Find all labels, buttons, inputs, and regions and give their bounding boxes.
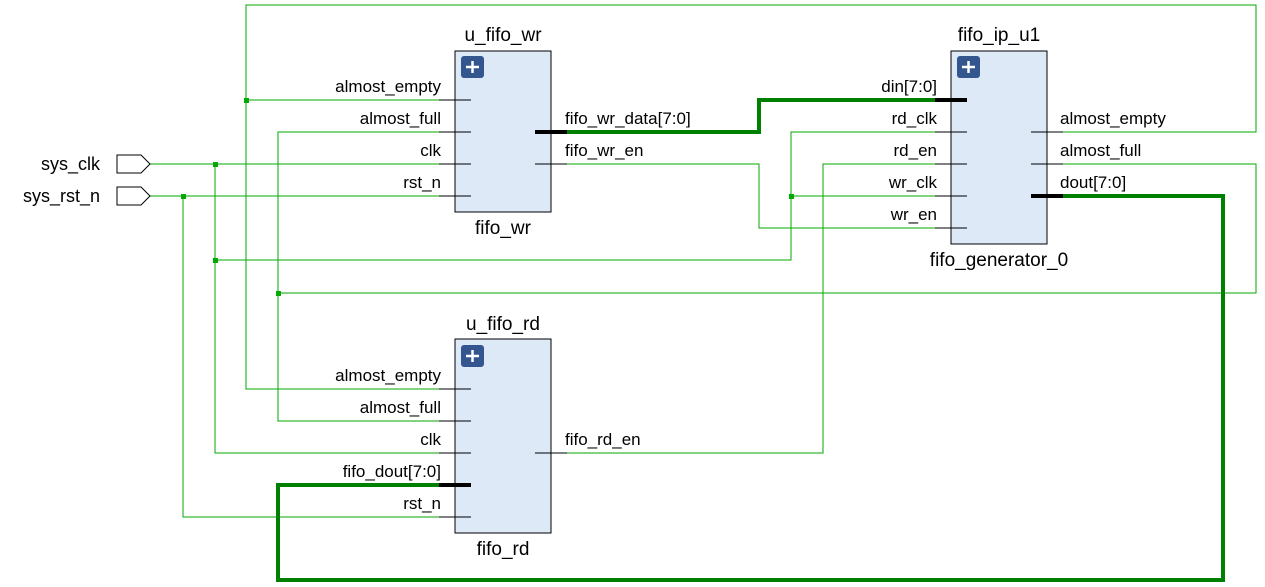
pin-dout: dout[7:0] bbox=[1060, 173, 1126, 192]
junction-dot bbox=[181, 194, 186, 199]
pin-clk: clk bbox=[420, 430, 441, 449]
pin-rd-en: rd_en bbox=[894, 141, 937, 160]
module-name: fifo_rd bbox=[477, 539, 530, 560]
bus-dout bbox=[276, 194, 1225, 582]
instance-name: fifo_ip_u1 bbox=[958, 25, 1040, 46]
pin-fifo-rd-en: fifo_rd_en bbox=[565, 430, 641, 449]
pin-rst-n: rst_n bbox=[403, 173, 441, 192]
net-almost-empty bbox=[245, 4, 1257, 390]
junction-dot bbox=[213, 162, 218, 167]
expand-button[interactable] bbox=[461, 345, 484, 367]
pin-almost-full: almost_full bbox=[360, 109, 441, 128]
module-name: fifo_generator_0 bbox=[930, 250, 1068, 271]
net-almost-full-wr bbox=[277, 131, 455, 422]
pin-clk: clk bbox=[420, 141, 441, 160]
expand-button[interactable] bbox=[957, 56, 980, 78]
input-port-icon bbox=[116, 186, 151, 206]
port-label: sys_rst_n bbox=[23, 186, 100, 207]
input-port-icon bbox=[116, 154, 151, 174]
pin-fifo-dout: fifo_dout[7:0] bbox=[343, 462, 441, 481]
buses bbox=[276, 98, 1225, 582]
instance-name: u_fifo_wr bbox=[464, 25, 542, 46]
pin-almost-full: almost_full bbox=[360, 398, 441, 417]
pin-rd-clk: rd_clk bbox=[892, 109, 938, 128]
junction-dot bbox=[213, 258, 218, 263]
pin-almost-full: almost_full bbox=[1060, 141, 1141, 160]
pin-din: din[7:0] bbox=[881, 77, 937, 96]
net-fifo-wr-en bbox=[551, 163, 951, 229]
pin-almost-empty: almost_empty bbox=[1060, 109, 1166, 128]
net-sys-rst-n-rd bbox=[182, 196, 455, 518]
block-fifo-ip-u1[interactable]: fifo_ip_u1 din[7:0] rd_clk rd_en wr_clk … bbox=[881, 25, 1166, 271]
junction-dot bbox=[244, 98, 249, 103]
pin-almost-empty: almost_empty bbox=[335, 77, 441, 96]
junction-dot bbox=[789, 194, 794, 199]
junctions bbox=[181, 98, 794, 296]
port-sys-rst-n[interactable]: sys_rst_n bbox=[23, 186, 151, 207]
module-name: fifo_wr bbox=[475, 218, 532, 239]
pin-fifo-wr-en: fifo_wr_en bbox=[565, 141, 643, 160]
pin-rst-n: rst_n bbox=[403, 494, 441, 513]
block-u-fifo-wr[interactable]: u_fifo_wr almost_empty almost_full clk r… bbox=[335, 25, 691, 239]
pin-fifo-wr-data: fifo_wr_data[7:0] bbox=[565, 109, 691, 128]
pin-wr-en: wr_en bbox=[890, 205, 937, 224]
block-body bbox=[950, 50, 1048, 245]
block-body bbox=[454, 338, 552, 534]
port-label: sys_clk bbox=[41, 154, 101, 175]
block-u-fifo-rd[interactable]: u_fifo_rd almost_empty almost_full clk f… bbox=[335, 314, 640, 560]
instance-name: u_fifo_rd bbox=[466, 314, 540, 335]
bus-fifo-wr-data bbox=[567, 98, 935, 134]
pin-wr-clk: wr_clk bbox=[888, 173, 938, 192]
junction-dot bbox=[276, 291, 281, 296]
nets bbox=[150, 4, 1257, 518]
pin-almost-empty: almost_empty bbox=[335, 366, 441, 385]
expand-button[interactable] bbox=[461, 56, 484, 78]
net-fifo-rd-en bbox=[551, 163, 951, 454]
port-sys-clk[interactable]: sys_clk bbox=[41, 154, 151, 175]
net-almost-full bbox=[278, 163, 1257, 294]
